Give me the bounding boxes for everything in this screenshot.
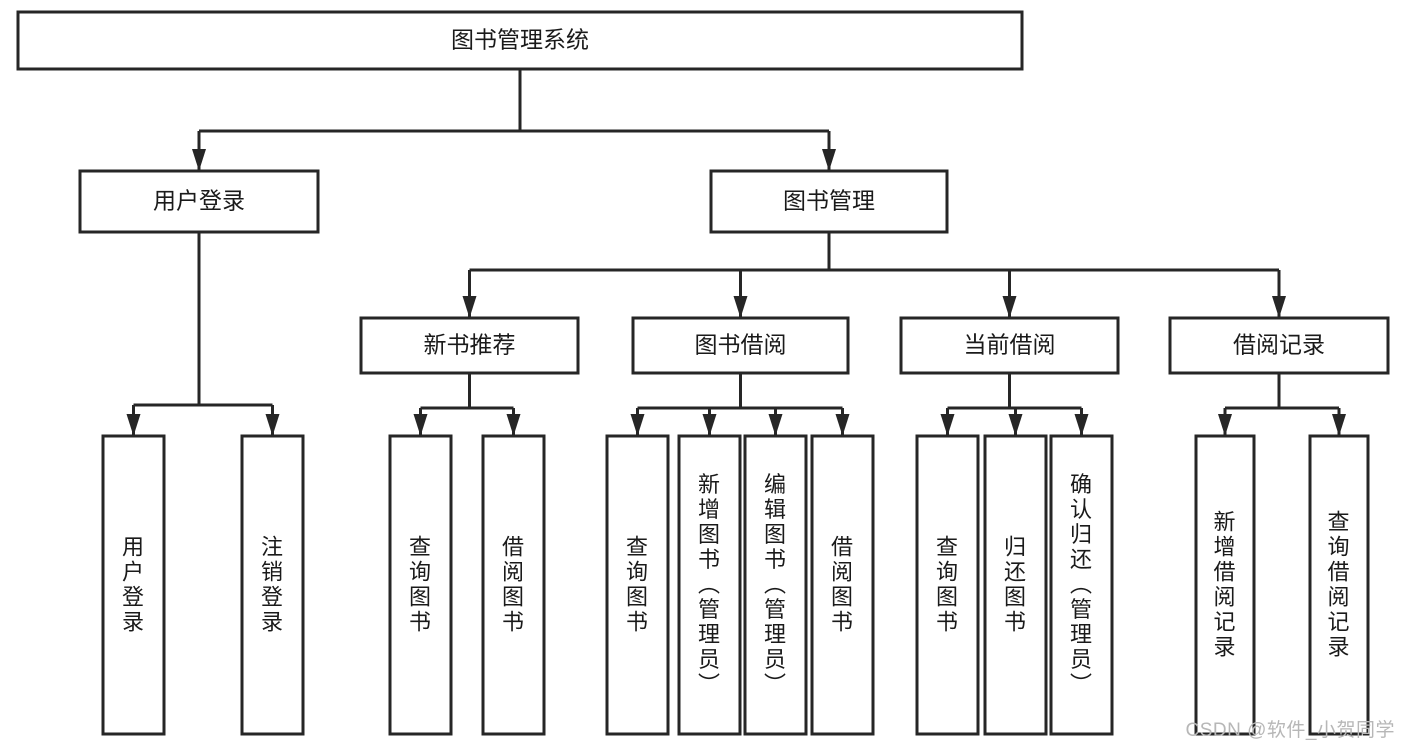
node-borrow-record[interactable]: 借阅记录 [1168,316,1390,375]
node-root[interactable]: 图书管理系统 [16,10,1024,71]
node-box-borrow-record[interactable] [1168,316,1390,375]
node-label-borrow-record: 借阅记录 [1233,332,1325,358]
node-label-user-login: 用户登录 [153,188,245,214]
node-leaf-logout-login[interactable]: 注销登录 [240,434,305,736]
node-leaf-borrow-book-recommend[interactable]: 借阅图书 [481,434,546,736]
node-label-new-book-recommend: 新书推荐 [424,332,516,358]
edge-current-borrow-arrow-1 [1008,414,1023,436]
node-book-borrow[interactable]: 图书借阅 [631,316,850,375]
node-label-leaf-logout-login: 注销登录 [261,535,284,635]
node-leaf-add-borrow-record[interactable]: 新增借阅记录 [1194,434,1256,736]
node-user-login[interactable]: 用户登录 [78,169,320,234]
node-label-leaf-confirm-return-admin: 确认归还︵管理员︶ [1070,472,1093,697]
edge-root-arrow-1 [822,149,836,171]
node-box-leaf-query-borrow-record[interactable] [1308,434,1370,736]
node-leaf-query-book-recommend[interactable]: 查询图书 [388,434,453,736]
node-new-book-recommend[interactable]: 新书推荐 [359,316,580,375]
node-box-book-management[interactable] [709,169,949,234]
node-box-leaf-query-book-borrow[interactable] [605,434,670,736]
node-label-leaf-query-book-current: 查询图书 [936,535,959,635]
node-box-leaf-confirm-return-admin[interactable] [1049,434,1114,736]
edge-bookmgmt-arrow-0 [462,296,477,318]
node-box-leaf-add-book-admin[interactable] [677,434,742,736]
node-box-new-book-recommend[interactable] [359,316,580,375]
node-label-leaf-edit-book-admin: 编辑图书︵管理员︶ [764,472,787,697]
node-leaf-user-login[interactable]: 用户登录 [101,434,166,736]
node-box-leaf-return-book[interactable] [983,434,1048,736]
node-leaf-return-book[interactable]: 归还图书 [983,434,1048,736]
edges-layer [126,69,1346,436]
edge-root-arrow-0 [192,149,206,171]
node-box-leaf-borrow-book-recommend[interactable] [481,434,546,736]
node-label-leaf-query-book-borrow: 查询图书 [626,535,649,635]
node-leaf-confirm-return-admin[interactable]: 确认归还︵管理员︶ [1049,434,1114,736]
node-label-book-management: 图书管理 [783,188,875,214]
node-box-leaf-query-book-recommend[interactable] [388,434,453,736]
node-label-current-borrow: 当前借阅 [964,332,1056,358]
edge-user-login-arrow-1 [265,414,280,436]
edge-book-borrow-arrow-3 [835,414,850,436]
edge-bookmgmt-arrow-2 [1002,296,1017,318]
nodes-layer: 图书管理系统用户登录图书管理新书推荐图书借阅当前借阅借阅记录用户登录注销登录查询… [16,10,1390,736]
node-label-root: 图书管理系统 [451,27,589,53]
edge-user-login-arrow-0 [126,414,141,436]
edge-current-borrow-arrow-0 [940,414,955,436]
node-box-user-login[interactable] [78,169,320,234]
node-leaf-query-book-current[interactable]: 查询图书 [915,434,980,736]
node-leaf-borrow-book[interactable]: 借阅图书 [810,434,875,736]
node-box-current-borrow[interactable] [899,316,1120,375]
node-label-leaf-user-login: 用户登录 [122,535,145,635]
node-label-leaf-add-book-admin: 新增图书︵管理员︶ [698,472,721,697]
node-box-leaf-query-book-current[interactable] [915,434,980,736]
node-box-leaf-borrow-book[interactable] [810,434,875,736]
edge-new-book-recommend-arrow-1 [506,414,521,436]
edge-new-book-recommend-arrow-0 [413,414,428,436]
node-label-leaf-query-book-recommend: 查询图书 [409,535,432,635]
node-book-management[interactable]: 图书管理 [709,169,949,234]
node-label-book-borrow: 图书借阅 [695,332,787,358]
edge-book-borrow-arrow-0 [630,414,645,436]
node-label-leaf-return-book: 归还图书 [1004,535,1027,635]
edge-current-borrow-arrow-2 [1074,414,1089,436]
edge-borrow-record-arrow-0 [1218,414,1232,436]
node-box-leaf-logout-login[interactable] [240,434,305,736]
edge-bookmgmt-arrow-3 [1272,296,1286,318]
node-current-borrow[interactable]: 当前借阅 [899,316,1120,375]
node-box-root[interactable] [16,10,1024,71]
node-label-leaf-borrow-book-recommend: 借阅图书 [502,535,525,635]
edge-book-borrow-arrow-2 [768,414,783,436]
node-box-book-borrow[interactable] [631,316,850,375]
edge-book-borrow-arrow-1 [702,414,717,436]
node-leaf-add-book-admin[interactable]: 新增图书︵管理员︶ [677,434,742,736]
edge-bookmgmt-arrow-1 [733,296,748,318]
node-box-leaf-add-borrow-record[interactable] [1194,434,1256,736]
node-leaf-query-book-borrow[interactable]: 查询图书 [605,434,670,736]
node-label-leaf-query-borrow-record: 查询借阅记录 [1327,510,1350,660]
node-box-leaf-edit-book-admin[interactable] [743,434,808,736]
node-box-leaf-user-login[interactable] [101,434,166,736]
node-label-leaf-add-borrow-record: 新增借阅记录 [1213,510,1236,660]
node-leaf-query-borrow-record[interactable]: 查询借阅记录 [1308,434,1370,736]
node-label-leaf-borrow-book: 借阅图书 [831,535,854,635]
node-leaf-edit-book-admin[interactable]: 编辑图书︵管理员︶ [743,434,808,736]
edge-borrow-record-arrow-1 [1332,414,1346,436]
